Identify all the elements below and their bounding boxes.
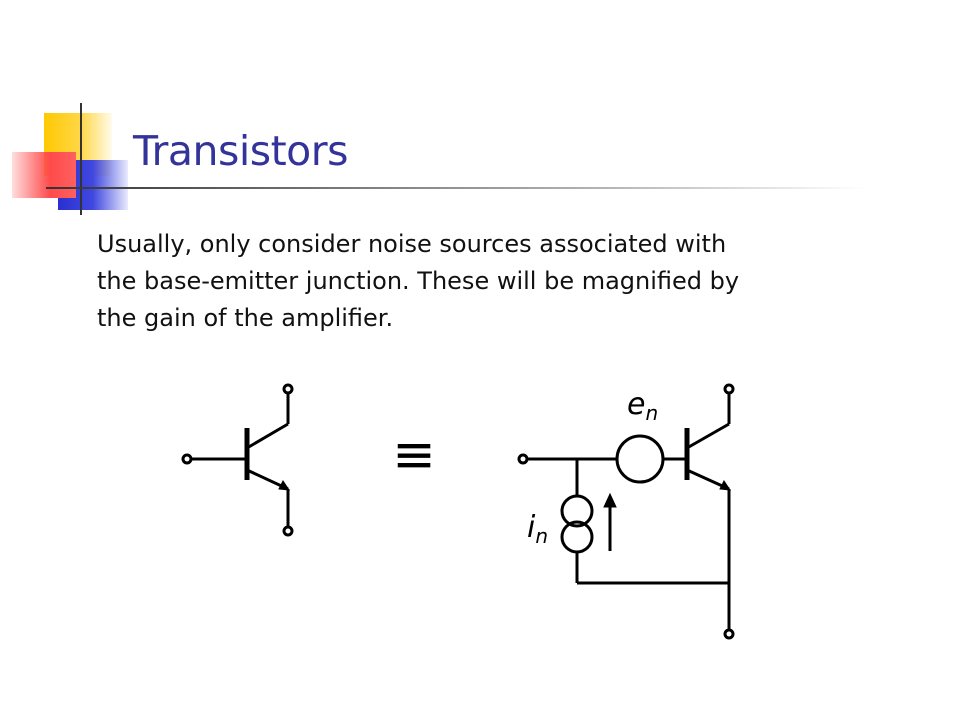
bjt-symbol-left [181,383,294,537]
bjt-noise-equivalent [517,383,735,640]
left-collector-diagonal [246,422,289,450]
left-base-terminal [181,453,193,465]
slide-title: Transistors [133,127,348,175]
left-collector-terminal [282,383,294,395]
title-underline [46,187,866,189]
right-input-terminal [517,453,529,465]
current-noise-label-sub: n [535,524,548,548]
current-noise-label: in [527,510,548,548]
current-noise-label-main: i [527,510,536,545]
left-emitter-terminal [282,525,294,537]
body-text: Usually, only consider noise sources ass… [97,226,877,337]
current-noise-source-upper [560,494,594,528]
voltage-noise-label: en [627,387,658,425]
right-emitter-terminal [723,628,735,640]
left-emitter-arrow [278,480,291,491]
current-direction-arrowhead [603,492,617,508]
body-line-1: Usually, only consider noise sources ass… [97,230,727,258]
body-line-2: the base-emitter junction. These will be… [97,267,740,295]
voltage-noise-label-main: e [627,387,645,422]
decor-red-block [12,152,76,198]
right-emitter-arrow [719,480,732,491]
decor-vertical-line [80,103,82,215]
voltage-noise-label-sub: n [645,401,658,425]
body-line-3: the gain of the amplifier. [97,304,394,332]
voltage-noise-source [615,434,665,484]
equivalence-symbol: ≡ [392,425,436,485]
right-collector-terminal [723,383,735,395]
right-collector-diagonal [686,422,730,450]
